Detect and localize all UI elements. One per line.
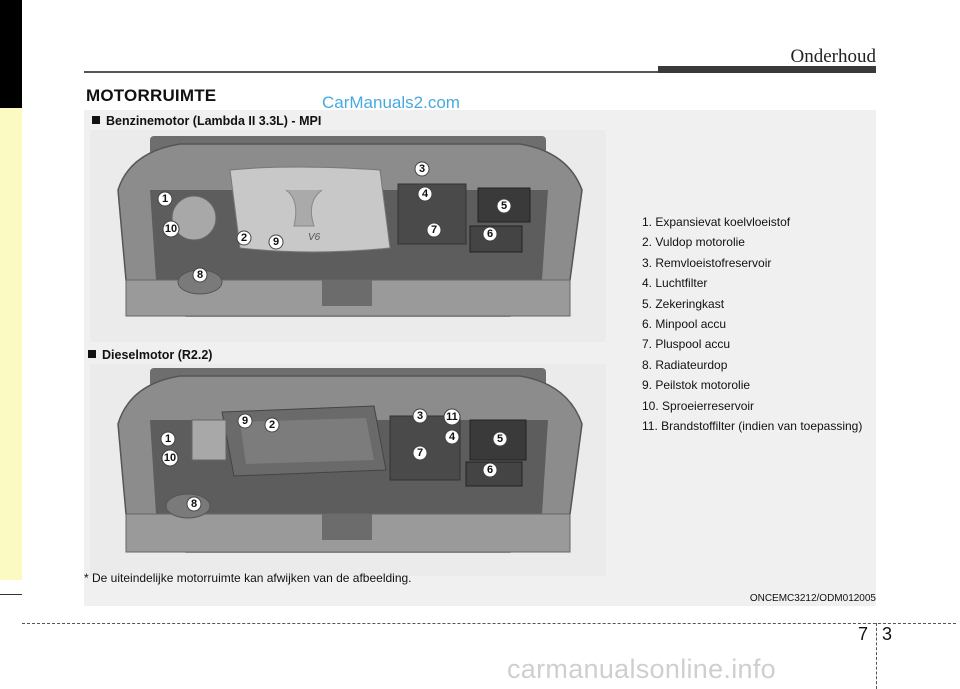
callout-4: 4 <box>417 186 433 202</box>
svg-text:10: 10 <box>165 223 177 235</box>
svg-text:6: 6 <box>487 464 493 476</box>
callout-5: 5 <box>492 431 508 447</box>
footer-divider <box>22 623 956 624</box>
legend-item: 5. Zekeringkast <box>642 296 725 311</box>
svg-text:3: 3 <box>417 410 423 422</box>
diesel-caption-text: Dieselmotor (R2.2) <box>102 348 213 362</box>
callout-10: 10 <box>162 220 180 238</box>
svg-text:9: 9 <box>273 236 279 248</box>
callout-10: 10 <box>161 449 179 467</box>
chapter-tab-yellow <box>0 108 22 580</box>
petrol-caption-text: Benzinemotor (Lambda II 3.3L) - MPI <box>106 114 322 128</box>
engine-badge: V6 <box>308 232 321 243</box>
svg-text:7: 7 <box>417 447 423 459</box>
callout-6: 6 <box>482 226 498 242</box>
callout-9: 9 <box>268 234 284 250</box>
svg-text:10: 10 <box>164 452 176 464</box>
watermark-bottom: carmanualsonline.info <box>507 654 776 684</box>
callout-7: 7 <box>412 445 428 461</box>
legend-item: 11. Brandstoffilter (indien van toepassi… <box>642 419 863 434</box>
callout-2: 2 <box>264 417 280 433</box>
callout-3: 3 <box>412 408 428 424</box>
legend-item: 10. Sproeierreservoir <box>642 398 755 413</box>
side-divider <box>0 594 22 595</box>
svg-text:4: 4 <box>449 431 456 443</box>
svg-text:9: 9 <box>242 415 248 427</box>
page-chapter-number: 7 <box>858 624 869 644</box>
component-legend: 1. Expansievat koelvloeistof 2. Vuldop m… <box>642 212 862 436</box>
legend-item: 1. Expansievat koelvloeistof <box>642 215 791 229</box>
bullet-square-icon <box>88 350 96 358</box>
callout-5: 5 <box>496 198 512 214</box>
svg-text:8: 8 <box>197 269 203 281</box>
svg-text:1: 1 <box>162 193 168 205</box>
svg-text:2: 2 <box>269 419 275 431</box>
callout-7: 7 <box>426 222 442 238</box>
callout-8: 8 <box>192 267 208 283</box>
svg-text:1: 1 <box>165 433 171 445</box>
callout-1: 1 <box>157 191 173 207</box>
svg-text:8: 8 <box>191 498 197 510</box>
footnote: * De uiteindelijke motorruimte kan afwij… <box>84 571 412 585</box>
legend-item: 4. Luchtfilter <box>642 276 708 291</box>
callout-4: 4 <box>444 429 460 445</box>
callout-8: 8 <box>186 496 202 512</box>
watermark-top: CarManuals2.com <box>322 93 460 112</box>
legend-item: 7. Pluspool accu <box>642 337 731 352</box>
diesel-caption: Dieselmotor (R2.2) <box>88 348 212 362</box>
petrol-engine-figure: V6 1 2 3 4 5 6 7 8 9 10 <box>90 130 606 342</box>
legend-item: 2. Vuldop motorolie <box>642 235 745 250</box>
callout-1: 1 <box>160 431 176 447</box>
diesel-engine-figure: 1 2 3 4 5 6 7 8 9 10 11 <box>90 364 606 576</box>
svg-text:3: 3 <box>419 163 425 175</box>
chapter-tab-black <box>0 0 22 108</box>
svg-text:4: 4 <box>422 188 429 200</box>
bullet-square-icon <box>92 116 100 124</box>
svg-text:6: 6 <box>487 228 493 240</box>
svg-text:2: 2 <box>241 232 247 244</box>
legend-item: 3. Remvloeistofreservoir <box>642 255 772 270</box>
callout-9: 9 <box>237 413 253 429</box>
header-rule-thin <box>84 71 658 73</box>
svg-text:5: 5 <box>497 433 503 445</box>
svg-text:5: 5 <box>501 200 507 212</box>
header-rule-thick <box>658 66 876 73</box>
page-title: MOTORRUIMTE <box>86 86 217 105</box>
callout-6: 6 <box>482 462 498 478</box>
svg-text:11: 11 <box>446 411 458 423</box>
footer-vertical-divider <box>876 623 877 689</box>
section-title: Onderhoud <box>790 46 876 67</box>
legend-item: 9. Peilstok motorolie <box>642 378 751 393</box>
svg-text:7: 7 <box>431 224 437 236</box>
callout-3: 3 <box>414 161 430 177</box>
legend-item: 8. Radiateurdop <box>642 357 728 372</box>
image-code: ONCEMC3212/ODM012005 <box>749 593 876 604</box>
legend-item: 6. Minpool accu <box>642 317 727 332</box>
callout-2: 2 <box>236 230 252 246</box>
callout-11: 11 <box>443 408 461 426</box>
page-number: 3 <box>882 624 893 644</box>
petrol-caption: Benzinemotor (Lambda II 3.3L) - MPI <box>92 114 321 128</box>
